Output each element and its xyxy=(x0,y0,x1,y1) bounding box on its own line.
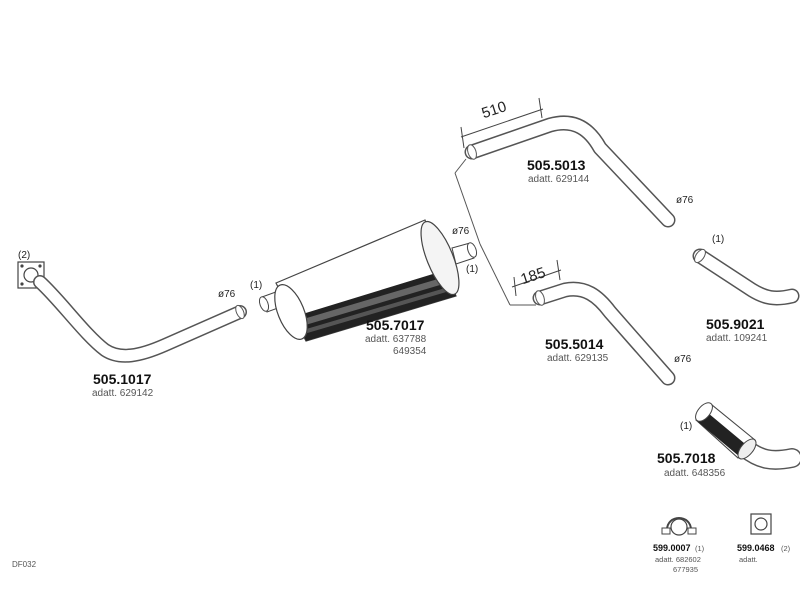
diagram-code: DF032 xyxy=(12,560,37,569)
end-silencer-drawing xyxy=(695,402,800,470)
muffler-adatt-1: adatt. 637788 xyxy=(365,334,427,345)
upper-tail-drawing xyxy=(464,115,676,228)
gasket-qty: (2) xyxy=(781,544,791,553)
upper-tail-number: 505.5013 xyxy=(527,157,586,173)
front-pipe-number: 505.1017 xyxy=(93,371,152,387)
muffler-qty-left: (1) xyxy=(250,280,262,291)
junction-lines xyxy=(454,158,536,306)
lower-tail-drawing xyxy=(532,281,676,386)
end-silencer-qty: (1) xyxy=(680,421,692,432)
gasket-icon xyxy=(750,513,772,535)
front-pipe-adatt: adatt. 629142 xyxy=(92,388,154,399)
muffler-number: 505.7017 xyxy=(366,317,425,333)
clamp-qty: (1) xyxy=(695,544,705,553)
end-pipe-adatt: adatt. 109241 xyxy=(706,333,768,344)
end-pipe-qty: (1) xyxy=(712,234,724,245)
upper-tail-adatt: adatt. 629144 xyxy=(528,174,590,185)
clamp-adatt-1: adatt. 682602 xyxy=(655,555,701,564)
front-pipe-diameter: ø76 xyxy=(218,289,236,300)
muffler-qty-right: (1) xyxy=(466,264,478,275)
end-pipe-number: 505.9021 xyxy=(706,316,765,332)
muffler-adatt-2: 649354 xyxy=(393,346,427,357)
muffler-drawing xyxy=(258,219,478,342)
end-pipe-drawing xyxy=(692,248,800,306)
dimension-510 xyxy=(460,97,544,149)
end-silencer-number: 505.7018 xyxy=(657,450,716,466)
front-pipe-qty: (2) xyxy=(18,250,30,261)
upper-tail-dimension: 510 xyxy=(480,98,509,122)
clamp-adatt-2: 677935 xyxy=(673,565,698,574)
lower-tail-adatt: adatt. 629135 xyxy=(547,353,609,364)
upper-tail-diameter: ø76 xyxy=(676,195,694,206)
end-silencer-adatt: adatt. 648356 xyxy=(664,468,726,479)
lower-tail-number: 505.5014 xyxy=(545,336,604,352)
gasket-adatt: adatt. xyxy=(739,555,758,564)
front-pipe-drawing xyxy=(17,261,247,363)
gasket-number: 599.0468 xyxy=(737,543,775,553)
lower-tail-dimension: 185 xyxy=(519,264,548,288)
muffler-diameter: ø76 xyxy=(452,226,470,237)
lower-tail-diameter: ø76 xyxy=(674,354,692,365)
clamp-icon xyxy=(661,517,697,536)
dimension-185 xyxy=(511,259,562,297)
clamp-number: 599.0007 xyxy=(653,543,691,553)
